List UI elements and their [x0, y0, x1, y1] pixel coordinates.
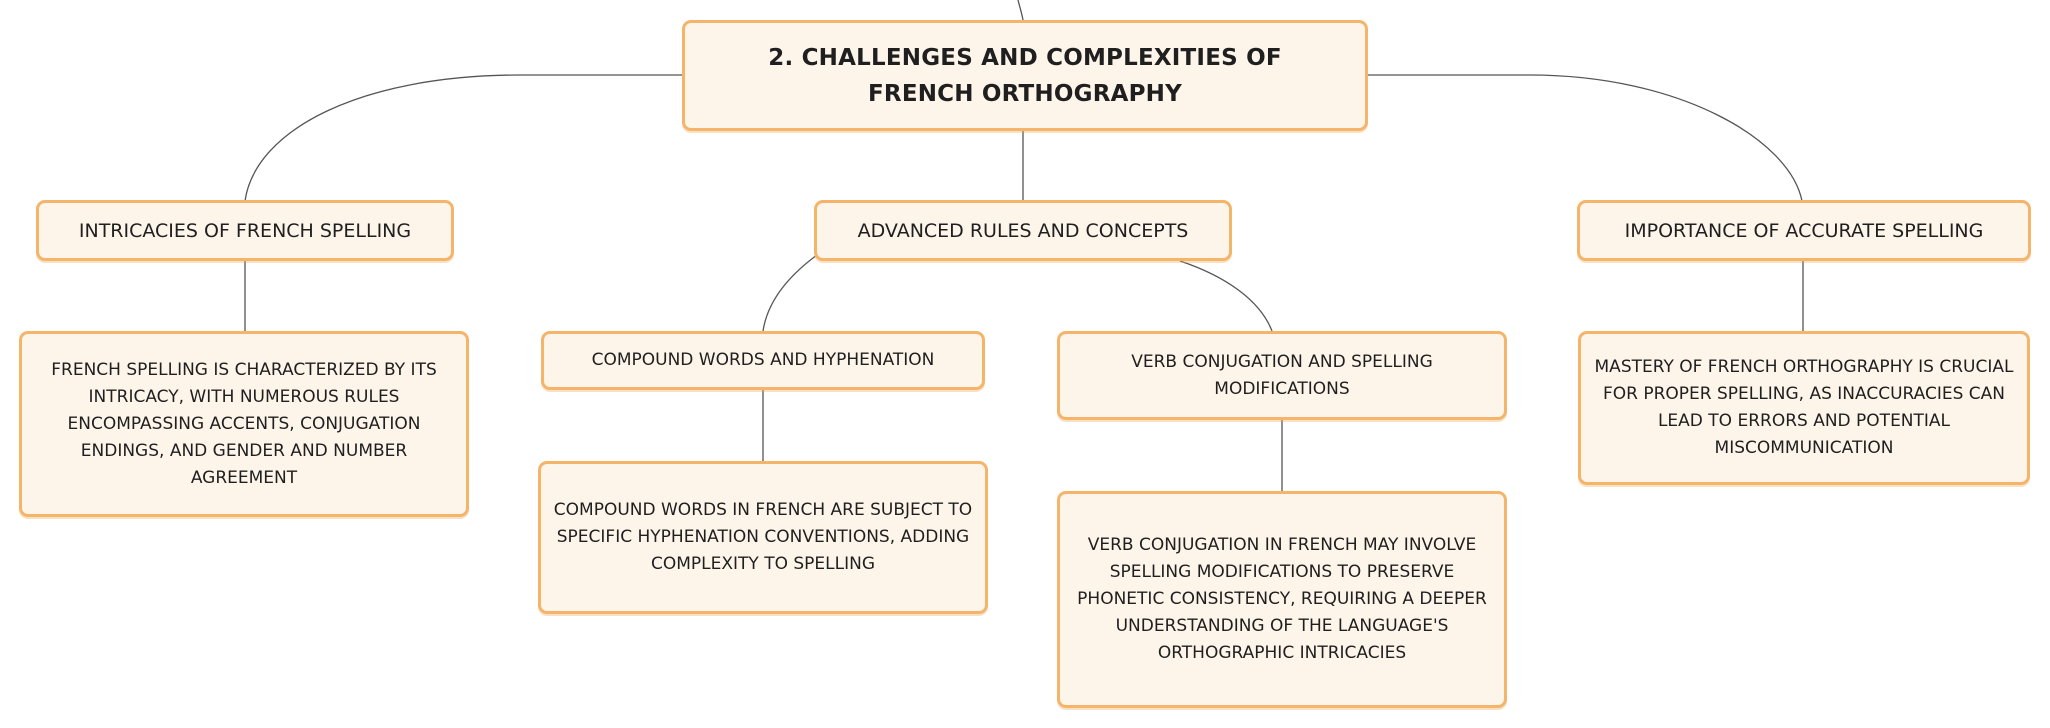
branch-node-importance[interactable]: IMPORTANCE OF ACCURATE SPELLING — [1577, 200, 2031, 261]
sub-node-verb-conjugation-label: VERB CONJUGATION AND SPELLING MODIFICATI… — [1131, 351, 1433, 399]
detail-node-compound-words[interactable]: COMPOUND WORDS IN FRENCH ARE SUBJECT TO … — [538, 461, 988, 614]
detail-node-verb-conjugation-text: VERB CONJUGATION IN FRENCH MAY INVOLVE S… — [1077, 535, 1487, 663]
connector-parent-root — [1017, 0, 1024, 21]
branch-node-importance-label: IMPORTANCE OF ACCURATE SPELLING — [1624, 219, 1984, 242]
sub-node-verb-conjugation[interactable]: VERB CONJUGATION AND SPELLING MODIFICATI… — [1057, 331, 1507, 420]
detail-node-importance[interactable]: MASTERY OF FRENCH ORTHOGRAPHY IS CRUCIAL… — [1578, 331, 2030, 485]
connector-advanced-verb — [1179, 260, 1273, 332]
connector-root-importance — [1368, 74, 1803, 202]
branch-node-intricacies-label: INTRICACIES OF FRENCH SPELLING — [78, 219, 412, 242]
branch-node-advanced-rules[interactable]: ADVANCED RULES AND CONCEPTS — [814, 200, 1232, 261]
sub-node-compound-words[interactable]: COMPOUND WORDS AND HYPHENATION — [541, 331, 985, 390]
detail-node-intricacies[interactable]: FRENCH SPELLING IS CHARACTERIZED BY ITS … — [19, 331, 469, 517]
connector-root-intricacies — [244, 74, 682, 202]
connector-advanced-compound — [762, 254, 818, 332]
root-node[interactable]: 2. CHALLENGES AND COMPLEXITIES OF FRENCH… — [682, 20, 1368, 131]
detail-node-importance-text: MASTERY OF FRENCH ORTHOGRAPHY IS CRUCIAL… — [1594, 357, 2014, 458]
detail-node-compound-words-text: COMPOUND WORDS IN FRENCH ARE SUBJECT TO … — [553, 500, 973, 574]
sub-node-compound-words-label: COMPOUND WORDS AND HYPHENATION — [591, 350, 935, 370]
root-node-label: 2. CHALLENGES AND COMPLEXITIES OF FRENCH… — [768, 44, 1282, 107]
branch-node-intricacies[interactable]: INTRICACIES OF FRENCH SPELLING — [36, 200, 454, 261]
detail-node-verb-conjugation[interactable]: VERB CONJUGATION IN FRENCH MAY INVOLVE S… — [1057, 491, 1507, 708]
detail-node-intricacies-text: FRENCH SPELLING IS CHARACTERIZED BY ITS … — [51, 359, 437, 488]
branch-node-advanced-rules-label: ADVANCED RULES AND CONCEPTS — [857, 219, 1189, 242]
